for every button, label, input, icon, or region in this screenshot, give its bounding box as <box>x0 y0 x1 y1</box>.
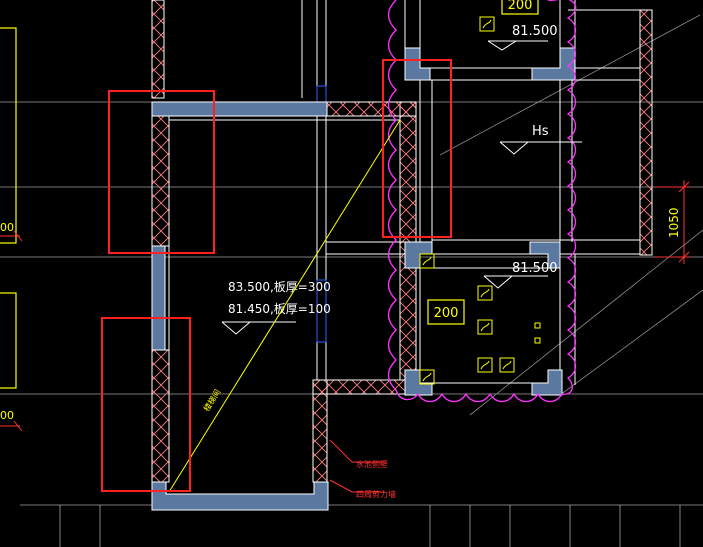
top-elevation: 81.500 <box>512 24 558 39</box>
right-elevation: 81.500 <box>512 261 558 276</box>
elevation-triangle-icon <box>483 275 548 289</box>
slab-hatch-icon <box>499 357 515 373</box>
main-elevation-line1: 83.500,板厚=300 <box>228 280 331 294</box>
selection-box-3[interactable] <box>382 59 452 238</box>
slab-hatch-icon <box>419 253 435 269</box>
left-dimension-marks <box>0 230 23 432</box>
revision-cloud <box>387 0 577 403</box>
stair-diagonal-yellow <box>168 119 401 493</box>
elevation-triangle-icon <box>221 321 296 335</box>
dimension-value: 1050 <box>667 207 681 238</box>
corridor-lines <box>326 241 405 255</box>
left-yellow-fragments <box>0 27 17 389</box>
left-dim-bottom: 00 <box>0 409 14 422</box>
right-rooms <box>404 0 653 385</box>
selection-highlights[interactable] <box>101 59 452 492</box>
hs-label: Hs <box>532 124 549 139</box>
elevation-triangle-icon <box>499 141 582 155</box>
main-room-walls <box>151 101 417 511</box>
slab-hatch-icon <box>477 319 493 335</box>
right-slab-tag-box <box>427 299 465 325</box>
slab-hatch-icons <box>419 16 541 385</box>
top-slab-tag-box <box>501 0 539 15</box>
note-red-2: 四周剪力墙 <box>356 489 396 499</box>
slab-hatch-icon <box>419 369 435 385</box>
selection-box-1[interactable] <box>108 90 215 254</box>
slab-hatch-icon <box>477 357 493 373</box>
top-slab-tag: 200 <box>508 0 533 13</box>
structural-columns <box>404 47 576 396</box>
left-dim-top: 00 <box>0 221 14 234</box>
note-red-1: 水池侧壁 <box>356 459 388 469</box>
dimension-tick-icon <box>655 180 690 264</box>
selection-box-2[interactable] <box>101 317 191 492</box>
axis-grid-lines <box>0 101 703 547</box>
stair-diagonal-lines <box>439 14 703 416</box>
slab-hatch-icon <box>477 285 493 301</box>
main-elevation-line2: 81.450,板厚=100 <box>228 302 331 316</box>
elevation-triangle-icon <box>487 40 548 51</box>
upper-left-wall <box>151 0 165 99</box>
slab-hatch-icon <box>479 16 495 32</box>
note-leaders <box>329 439 385 493</box>
blue-beam-mid <box>316 279 327 343</box>
right-slab-tag: 200 <box>434 306 459 321</box>
upper-center-lines <box>301 0 327 98</box>
